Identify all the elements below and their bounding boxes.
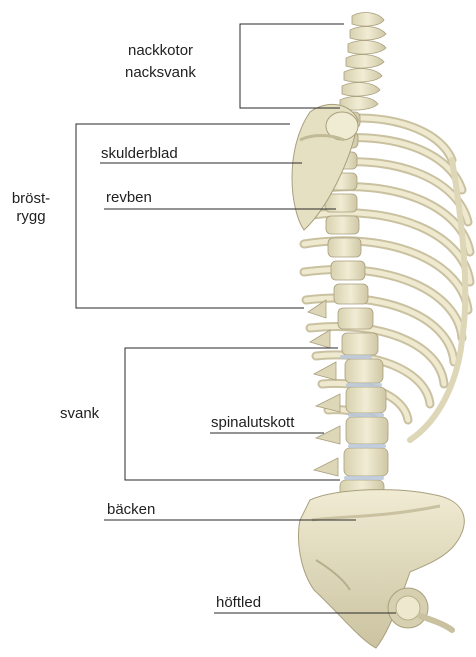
label-brost-rygg: bröst- rygg: [4, 190, 58, 226]
label-hoftled: höftled: [216, 594, 261, 612]
nack-bracket: [240, 24, 344, 108]
cervical-vertebrae: [340, 13, 386, 111]
label-spinalutskott: spinalutskott: [211, 414, 294, 432]
pelvis: [299, 490, 465, 648]
label-brost-line2: rygg: [4, 208, 58, 226]
label-svank: svank: [60, 405, 99, 423]
label-brost-line1: bröst-: [4, 190, 58, 208]
label-nacksvank: nacksvank: [125, 64, 196, 82]
label-revben: revben: [106, 189, 152, 207]
label-backen: bäcken: [107, 501, 155, 519]
label-skulderblad: skulderblad: [101, 145, 178, 163]
label-nackkotor: nackkotor: [128, 42, 193, 60]
